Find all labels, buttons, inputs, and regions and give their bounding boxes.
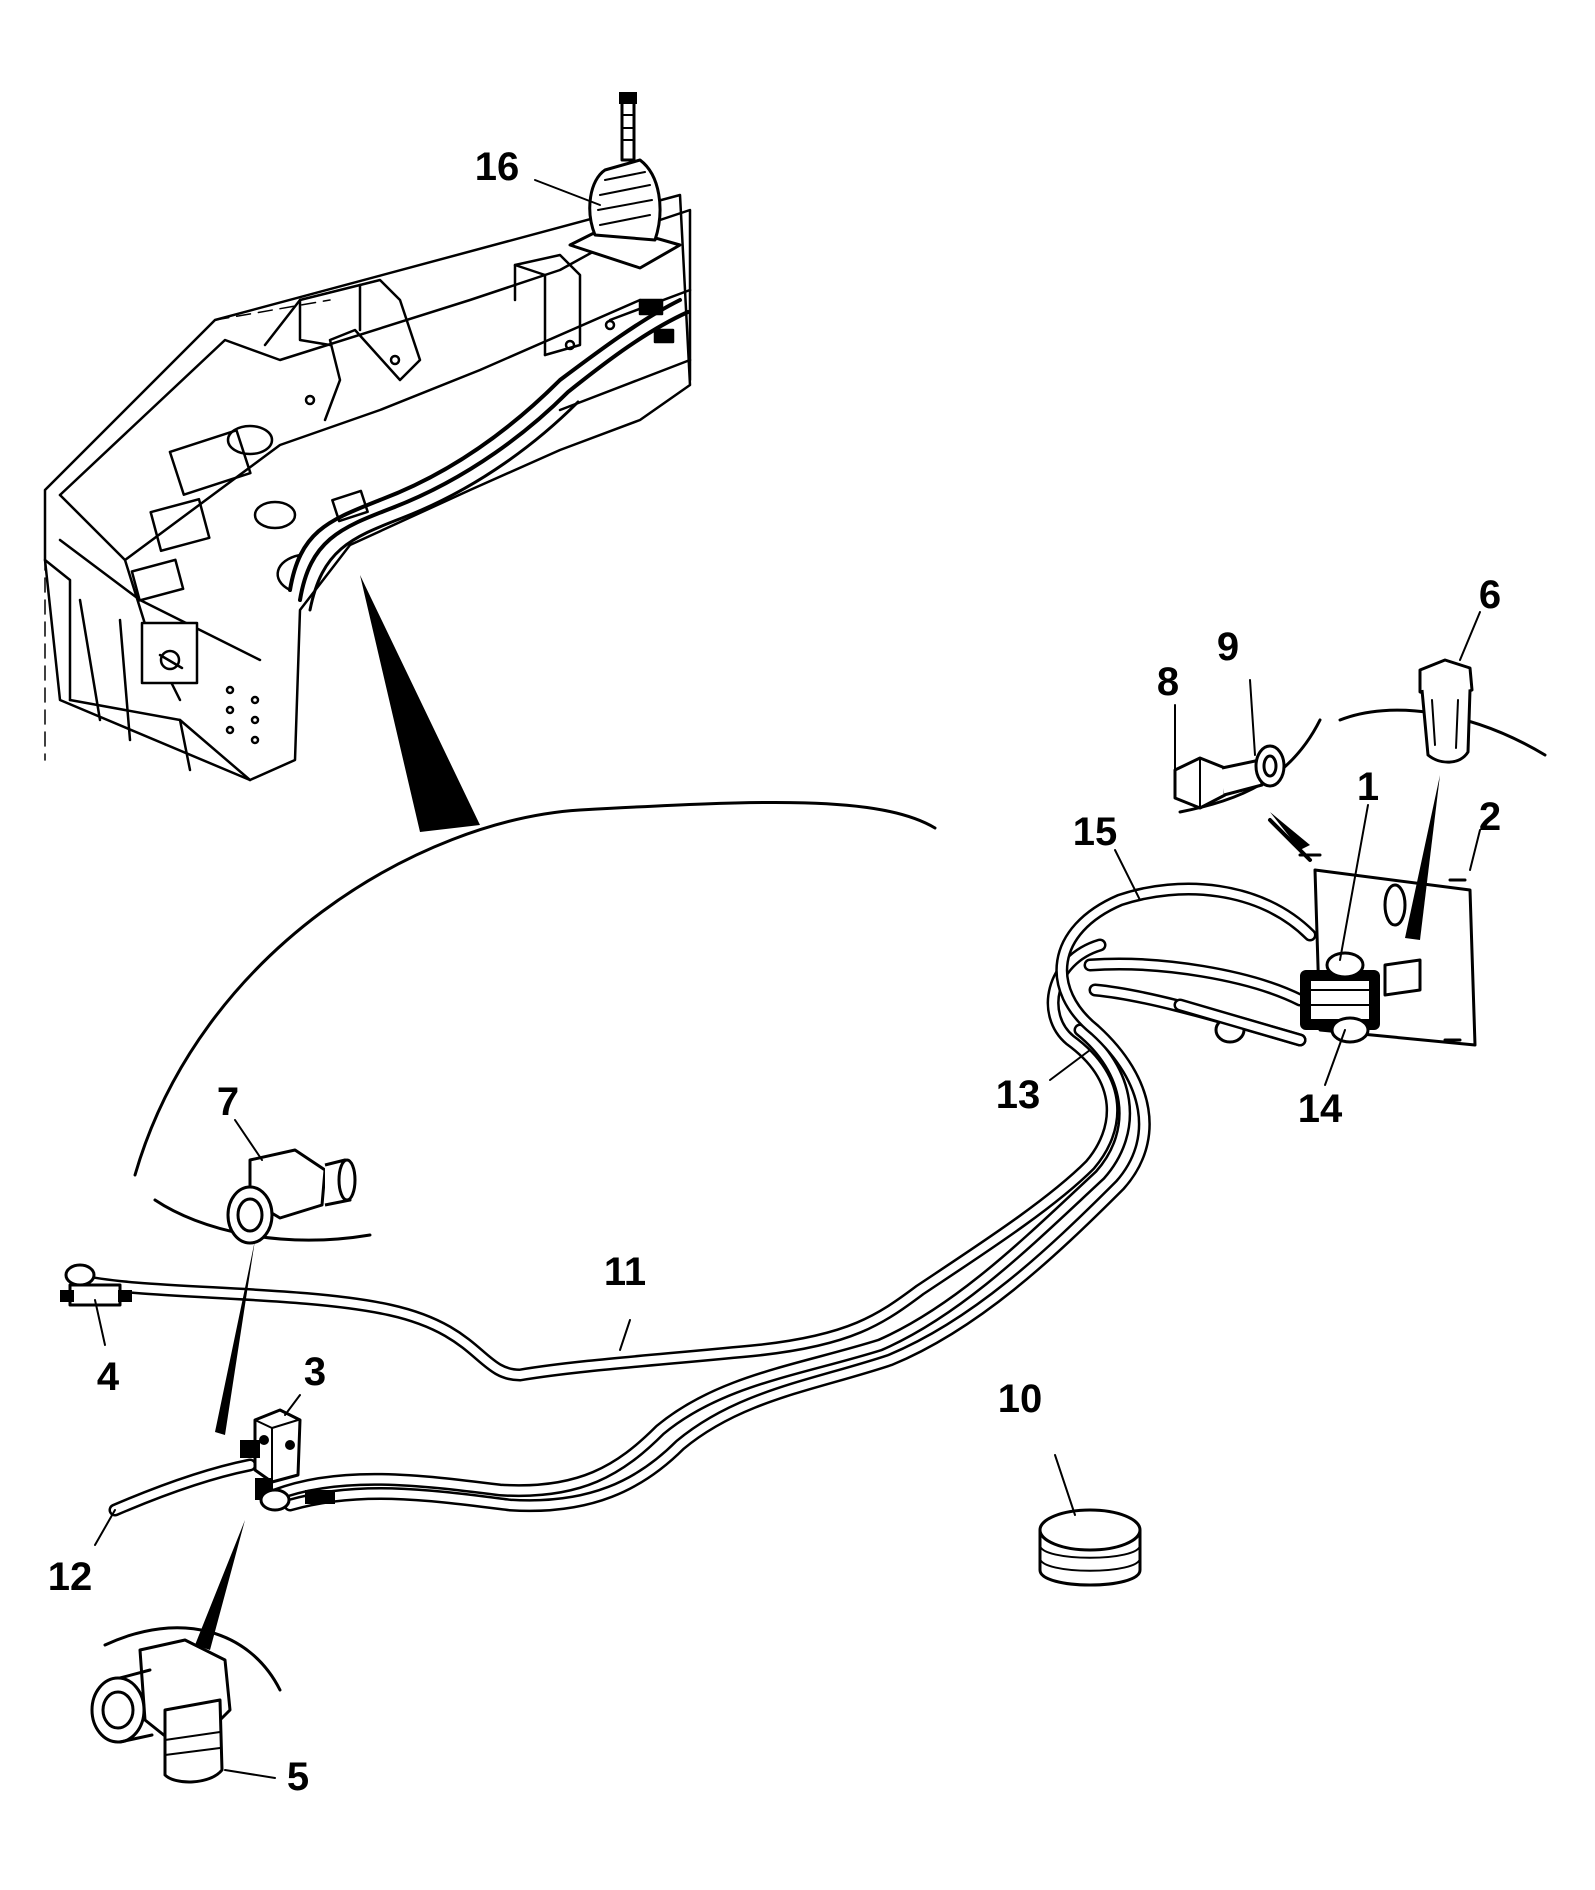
- callout-16: 16: [475, 145, 520, 189]
- callout-6: 6: [1479, 573, 1501, 617]
- callout-labels: 1 2 3 4 5 6 7 8 9 10 11 12 13 14 15 16: [48, 145, 1501, 1799]
- detail-arc-main: [133, 575, 937, 1177]
- valve-block-icon: [240, 1408, 335, 1512]
- callout-3: 3: [304, 1350, 326, 1394]
- detail-arc-elbow: [103, 1520, 282, 1692]
- machine-frame: [43, 193, 692, 782]
- callout-1: 1: [1357, 765, 1379, 809]
- callout-8: 8: [1157, 660, 1179, 704]
- callout-7: 7: [217, 1080, 239, 1124]
- callout-14: 14: [1298, 1087, 1343, 1131]
- leader-lines: [94, 179, 1481, 1779]
- washer-icon: [1254, 744, 1286, 788]
- bushing-icon: [1418, 658, 1474, 764]
- callout-15: 15: [1073, 810, 1118, 854]
- valve-assembly: [1173, 853, 1477, 1047]
- adapter-fitting-icon: [226, 1148, 357, 1245]
- callout-5: 5: [287, 1755, 309, 1799]
- cap-plug-icon: [1038, 1508, 1142, 1587]
- callout-4: 4: [97, 1355, 120, 1399]
- callout-11: 11: [604, 1250, 646, 1294]
- tee-fitting-icon: [60, 1263, 132, 1307]
- hose-assembly: [73, 882, 1317, 1517]
- callout-13: 13: [996, 1073, 1041, 1117]
- callout-10: 10: [998, 1377, 1043, 1421]
- callout-9: 9: [1217, 625, 1239, 669]
- callout-12: 12: [48, 1555, 93, 1599]
- joystick-control-icon: [568, 92, 682, 270]
- bolt-icon: [1173, 756, 1264, 810]
- elbow-fitting-icon: [90, 1638, 232, 1784]
- callout-2: 2: [1479, 795, 1501, 839]
